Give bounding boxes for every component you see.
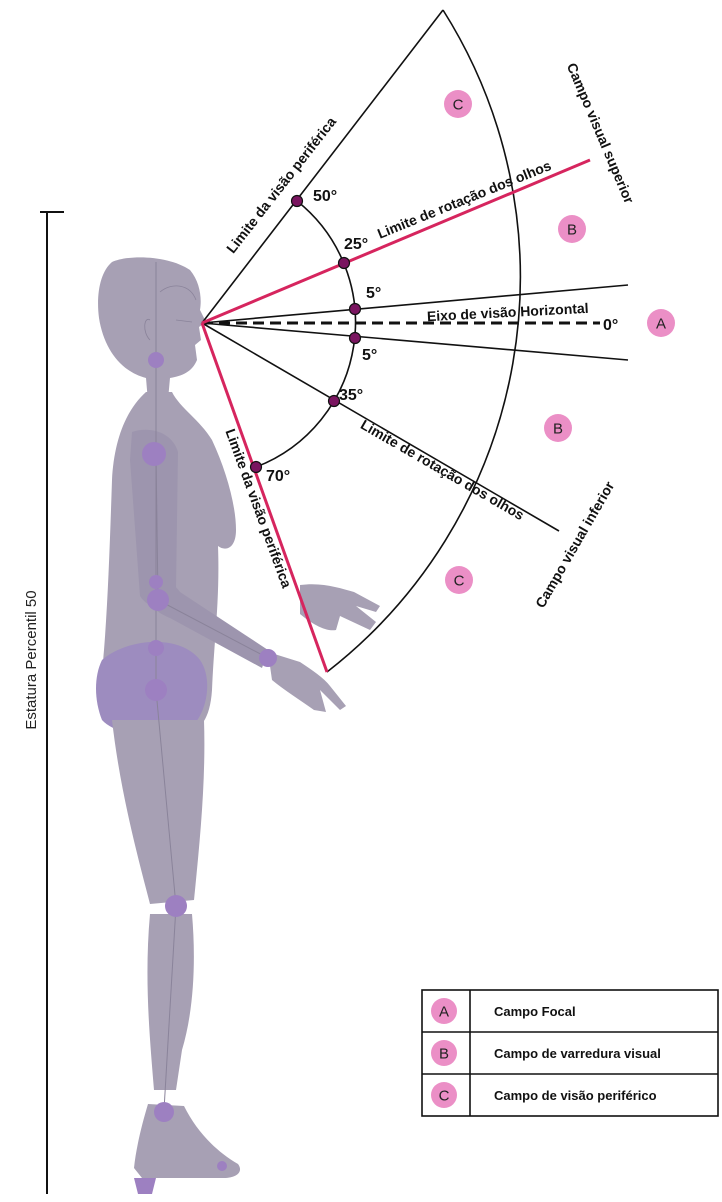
legend-text: Campo Focal bbox=[494, 1004, 576, 1019]
legend-letter: A bbox=[439, 1004, 449, 1021]
legend-letter: B bbox=[439, 1046, 449, 1063]
zone-badge-b-bottom: B bbox=[544, 414, 572, 442]
angle-0: 0° bbox=[603, 317, 618, 334]
rotation-limit-top-line bbox=[202, 160, 590, 323]
legend-text: Campo de visão periférico bbox=[494, 1088, 657, 1103]
rotation-limit-top-label: Limite de rotação dos olhos bbox=[375, 157, 554, 242]
badge-letter: C bbox=[454, 573, 465, 590]
zone-badge-a: A bbox=[647, 309, 675, 337]
rotation-limit-bottom-label: Limite de rotação dos olhos bbox=[358, 416, 527, 523]
lower-field-label: Campo visual inferior bbox=[532, 478, 618, 610]
thigh bbox=[112, 720, 204, 904]
lower-hand bbox=[268, 652, 346, 712]
legend-text: Campo de varredura visual bbox=[494, 1046, 661, 1061]
angle-70: 70° bbox=[266, 468, 290, 485]
vision-fan: 50° 25° 5° 0° 5° 35° 70° Limite da visão… bbox=[202, 10, 675, 672]
badge-letter: C bbox=[453, 97, 464, 114]
marker-5-up bbox=[350, 304, 361, 315]
angle-5-down: 5° bbox=[362, 347, 377, 364]
ray-top-edge bbox=[202, 10, 443, 323]
angle-35: 35° bbox=[339, 387, 363, 404]
stature-bar: Estatura Percentil 50 bbox=[23, 212, 64, 1194]
angle-5-up: 5° bbox=[366, 285, 381, 302]
upper-field-label: Campo visual superior bbox=[564, 60, 638, 206]
marker-5-down bbox=[350, 333, 361, 344]
badge-letter: B bbox=[567, 222, 577, 239]
heel bbox=[134, 1178, 156, 1194]
legend-table: A Campo Focal B Campo de varredura visua… bbox=[422, 990, 718, 1116]
peripheral-limit-top-label: Limite da visão periférica bbox=[223, 114, 339, 256]
legend-letter: C bbox=[439, 1088, 450, 1105]
marker-35 bbox=[329, 396, 340, 407]
badge-letter: A bbox=[656, 316, 666, 333]
head bbox=[98, 257, 206, 402]
upper-hand bbox=[300, 584, 380, 630]
horizontal-axis-label: Eixo de visão Horizontal bbox=[427, 300, 589, 324]
marker-25 bbox=[339, 258, 350, 269]
zone-badge-b-top: B bbox=[558, 215, 586, 243]
marker-50 bbox=[292, 196, 303, 207]
angle-25: 25° bbox=[344, 236, 368, 253]
zone-badge-c-top: C bbox=[444, 90, 472, 118]
angle-50: 50° bbox=[313, 188, 337, 205]
badge-letter: B bbox=[553, 421, 563, 438]
stature-label: Estatura Percentil 50 bbox=[23, 590, 40, 729]
inner-arc bbox=[256, 201, 355, 467]
ray-5-down bbox=[202, 323, 628, 360]
zone-badge-c-bottom: C bbox=[445, 566, 473, 594]
